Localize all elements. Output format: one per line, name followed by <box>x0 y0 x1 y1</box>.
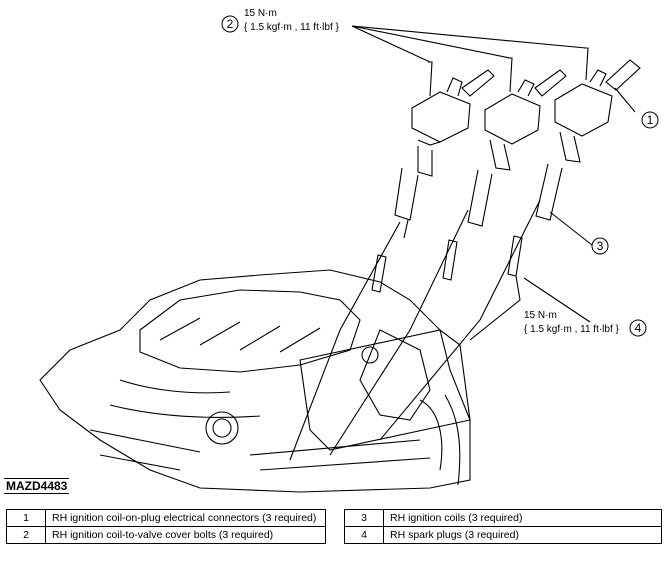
spark-plug <box>442 239 458 281</box>
throttle-body <box>205 411 239 445</box>
legend-text: RH ignition coil-on-plug electrical conn… <box>45 509 326 527</box>
svg-text:3: 3 <box>597 239 604 253</box>
callout-3: 3 <box>591 237 609 255</box>
coil-bolt <box>584 47 589 81</box>
ignition-coil <box>394 77 471 239</box>
legend-row: 1 RH ignition coil-on-plug electrical co… <box>6 509 326 527</box>
legend-number: 4 <box>344 526 384 544</box>
electrical-connector <box>461 69 495 97</box>
electrical-connector <box>605 59 641 91</box>
engine-outline <box>39 269 471 493</box>
spark-plug <box>507 235 523 277</box>
torque-callout-spark-plugs: 15 N·m { 1.5 kgf·m , 11 ft·lbf } 4 <box>524 310 647 337</box>
svg-text:{ 1.5 kgf·m , 11 ft·lbf }: { 1.5 kgf·m , 11 ft·lbf } <box>244 22 340 33</box>
legend-table-left: 1 RH ignition coil-on-plug electrical co… <box>6 509 326 544</box>
ignition-coil <box>467 79 541 227</box>
legend-number: 2 <box>6 526 46 544</box>
figure-id: MAZD4483 <box>4 478 70 494</box>
legend-text: RH ignition coil-to-valve cover bolts (3… <box>45 526 326 544</box>
legend-row: 2 RH ignition coil-to-valve cover bolts … <box>6 526 326 544</box>
svg-text:2: 2 <box>227 17 234 31</box>
torque-callout-bolts: 2 15 N·m { 1.5 kgf·m , 11 ft·lbf } <box>221 8 340 33</box>
coil-bolt <box>428 61 433 97</box>
intake-manifold <box>139 289 361 373</box>
ignition-coil <box>535 69 613 221</box>
legend-row: 4 RH spark plugs (3 required) <box>344 526 662 544</box>
legend-table-right: 3 RH ignition coils (3 required) 4 RH sp… <box>344 509 662 544</box>
callout-1: 1 <box>641 111 659 129</box>
legend-number: 3 <box>344 509 384 527</box>
svg-text:15 N·m: 15 N·m <box>524 310 557 321</box>
svg-text:{ 1.5 kgf·m , 11 ft·lbf }: { 1.5 kgf·m , 11 ft·lbf } <box>524 324 620 335</box>
valve-cover <box>299 329 471 451</box>
legend-row: 3 RH ignition coils (3 required) <box>344 509 662 527</box>
spark-plug <box>371 254 387 293</box>
ignition-coil-diagram: 2 15 N·m { 1.5 kgf·m , 11 ft·lbf } 1 3 1… <box>39 8 659 493</box>
coil-bolt <box>508 57 513 93</box>
svg-text:4: 4 <box>635 321 642 335</box>
svg-text:15 N·m: 15 N·m <box>244 8 277 19</box>
svg-text:1: 1 <box>647 113 654 127</box>
legend-number: 1 <box>6 509 46 527</box>
electrical-connector <box>534 69 567 97</box>
legend-text: RH ignition coils (3 required) <box>383 509 662 527</box>
legend-text: RH spark plugs (3 required) <box>383 526 662 544</box>
